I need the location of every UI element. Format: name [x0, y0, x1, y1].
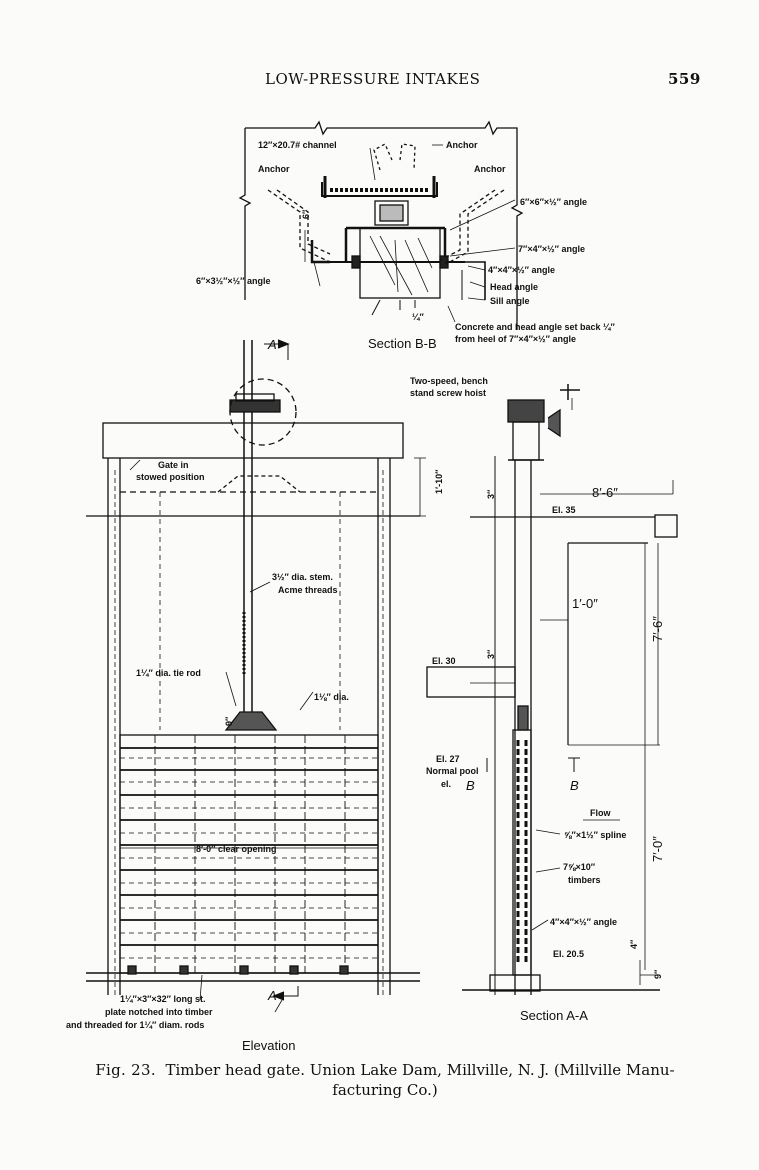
- label-timbers-1: 7⅝×10″: [563, 862, 596, 872]
- label-stem-1: 3½″ dia. stem.: [272, 572, 333, 582]
- label-dim-9-aa: 9″: [653, 969, 663, 979]
- label-anchor-left: Anchor: [258, 164, 290, 174]
- label-plate-3: and threaded for 1¼″ diam. rods: [66, 1020, 204, 1030]
- label-head-angle: Head angle: [490, 282, 538, 292]
- label-hoist-2: stand screw hoist: [410, 388, 486, 398]
- marker-b-right: B: [570, 778, 579, 793]
- page-number: 559: [668, 70, 701, 88]
- label-normal-pool-2: el.: [441, 779, 451, 789]
- label-gate-stowed-2: stowed position: [136, 472, 205, 482]
- label-dia-small: 1⅛″ dia.: [314, 692, 349, 702]
- label-angle-6x6: 6″×6″×½″ angle: [520, 197, 587, 207]
- title-elevation: Elevation: [242, 1038, 295, 1053]
- label-dim-quarter: ¼″: [412, 312, 425, 322]
- label-note1: Concrete and head angle set back ¼″: [455, 322, 616, 332]
- label-gate-stowed-1: Gate in: [158, 460, 189, 470]
- label-el-35: El. 35: [552, 505, 576, 515]
- label-flow: Flow: [590, 808, 611, 818]
- section-aa-drawing: [426, 384, 678, 995]
- label-dim-1-10: 1′-10″: [434, 469, 444, 494]
- label-dim-8-6: 8′-6″: [592, 485, 618, 500]
- label-angle-7x4: 7″×4″×½″ angle: [518, 244, 585, 254]
- label-spline: ⅝″×1½″ spline: [564, 830, 626, 840]
- label-timbers-2: timbers: [568, 875, 601, 885]
- label-angle-left: 6″×3½″×½″ angle: [196, 276, 270, 286]
- label-dim-3-top: 3″: [486, 489, 496, 499]
- title-section-bb: Section B-B: [368, 336, 437, 351]
- label-anchor-top: Anchor: [446, 140, 478, 150]
- label-dim-3-mid: 3″: [486, 649, 496, 659]
- label-stem-2: Acme threads: [278, 585, 338, 595]
- label-tie-rod: 1¼″ dia. tie rod: [136, 668, 201, 678]
- label-dim-7-0: 7′-0″: [650, 836, 665, 862]
- caption-text-2: facturing Co.): [332, 1081, 438, 1099]
- label-dim-9-elev: 9″: [224, 716, 234, 726]
- label-clear-opening: 8′-0″ clear opening: [196, 844, 277, 854]
- label-anchor-right: Anchor: [474, 164, 506, 174]
- title-section-aa: Section A-A: [520, 1008, 588, 1023]
- label-channel: 12″×20.7# channel: [258, 140, 337, 150]
- marker-a-bottom: A: [267, 988, 277, 1003]
- label-hoist-1: Two-speed, bench: [410, 376, 488, 386]
- elevation-drawing: [86, 339, 426, 1013]
- label-dim-4: 4″: [629, 939, 639, 949]
- caption-text: Timber head gate. Union Lake Dam, Millvi…: [165, 1061, 675, 1079]
- marker-a-top: A: [267, 337, 277, 352]
- label-normal-pool-1: Normal pool: [426, 766, 479, 776]
- label-note2: from heel of 7″×4″×½″ angle: [455, 334, 576, 344]
- label-dim-six: 6″: [301, 209, 311, 219]
- label-dim-7-6: 7′-6″: [650, 616, 665, 642]
- label-dim-1-0: 1′-0″: [572, 596, 598, 611]
- section-bb-drawing: [238, 120, 524, 330]
- label-sill-angle: Sill angle: [490, 296, 530, 306]
- label-el-30: El. 30: [432, 656, 456, 666]
- label-plate-2: plate notched into timber: [105, 1007, 213, 1017]
- label-el-20-5: El. 20.5: [553, 949, 584, 959]
- page-header-title: LOW-PRESSURE INTAKES: [265, 70, 481, 88]
- figure-number: Fig. 23.: [95, 1061, 156, 1079]
- marker-b-left: B: [466, 778, 475, 793]
- label-angle-aa: 4″×4″×½″ angle: [550, 917, 617, 927]
- label-el-27: El. 27: [436, 754, 460, 764]
- figure-caption: Fig. 23. Timber head gate. Union Lake Da…: [60, 1060, 710, 1100]
- label-plate-1: 1¼″×3″×32″ long st.: [120, 994, 205, 1004]
- label-angle-4x4: 4″×4″×½″ angle: [488, 265, 555, 275]
